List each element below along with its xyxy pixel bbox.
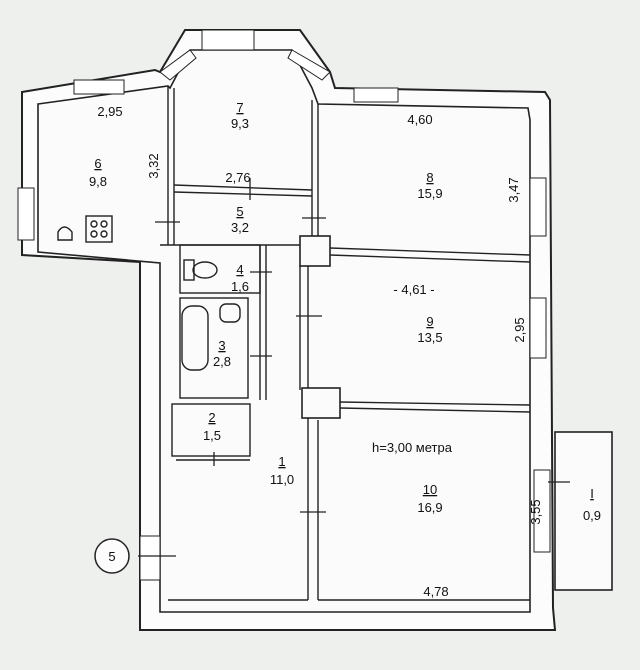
dim-4-60: 4,60 [407, 112, 432, 127]
dim-3-32: 3,32 [146, 153, 161, 178]
balcony-label: I 0,9 [583, 486, 601, 523]
room-6-label: 6 9,8 [89, 156, 107, 189]
door-marks [138, 178, 570, 557]
room-8-area: 15,9 [417, 186, 442, 201]
dim-2-95-top: 2,95 [97, 104, 122, 119]
dim-4-78: 4,78 [423, 584, 448, 599]
room-4-area: 1,6 [231, 279, 249, 294]
duct-2 [301, 387, 341, 419]
dim-3-47: 3,47 [506, 177, 521, 202]
toilet-icon [183, 259, 218, 281]
room-7-area: 9,3 [231, 116, 249, 131]
room-1-number: 1 [278, 454, 285, 469]
balcony [554, 431, 613, 591]
balcony-area: 0,9 [583, 508, 601, 523]
room-9-number: 9 [426, 314, 433, 329]
room-3-number: 3 [218, 338, 225, 353]
room-7-number: 7 [236, 100, 243, 115]
room-2-area: 1,5 [203, 428, 221, 443]
room-2-number: 2 [208, 410, 215, 425]
ceiling-height-note: h=3,00 метра [372, 440, 453, 455]
marker-circle: 5 [94, 538, 130, 574]
room-4-label: 4 1,6 [231, 262, 249, 294]
duct-1 [299, 235, 331, 267]
marker-number: 5 [108, 549, 115, 564]
dim-2-76: 2,76 [225, 170, 250, 185]
room-3-label: 3 2,8 [213, 338, 231, 369]
balcony-number: I [590, 486, 594, 501]
dim-4-61: - 4,61 - [393, 282, 434, 297]
room-8-label: 8 15,9 [417, 170, 442, 201]
partitions [160, 86, 531, 601]
room-1-area: 11,0 [270, 472, 294, 487]
room-9-label: 9 13,5 [417, 314, 442, 345]
room-2-label: 2 1,5 [203, 410, 221, 443]
room-1-label: 1 11,0 [270, 454, 294, 487]
sink-icon [57, 226, 73, 241]
room-10-label: 10 16,9 [417, 482, 442, 515]
room-9-area: 13,5 [417, 330, 442, 345]
room-6-area: 9,8 [89, 174, 107, 189]
washbasin-icon [219, 303, 241, 323]
inner-outline [37, 49, 531, 613]
bathtub-icon [181, 305, 209, 371]
stove-icon [85, 215, 113, 243]
room-4-number: 4 [236, 262, 243, 277]
room-5-number: 5 [236, 204, 243, 219]
dim-2-95-right: 2,95 [512, 317, 527, 342]
room-7-label: 7 9,3 [231, 100, 249, 131]
room-10-area: 16,9 [417, 500, 442, 515]
windows [17, 29, 551, 581]
room-5-area: 3,2 [231, 220, 249, 235]
room-8-number: 8 [426, 170, 433, 185]
room-6-number: 6 [94, 156, 101, 171]
room-3-area: 2,8 [213, 354, 231, 369]
dim-3-55: 3,55 [528, 499, 543, 524]
room-10-number: 10 [423, 482, 437, 497]
room-5-label: 5 3,2 [231, 204, 249, 235]
